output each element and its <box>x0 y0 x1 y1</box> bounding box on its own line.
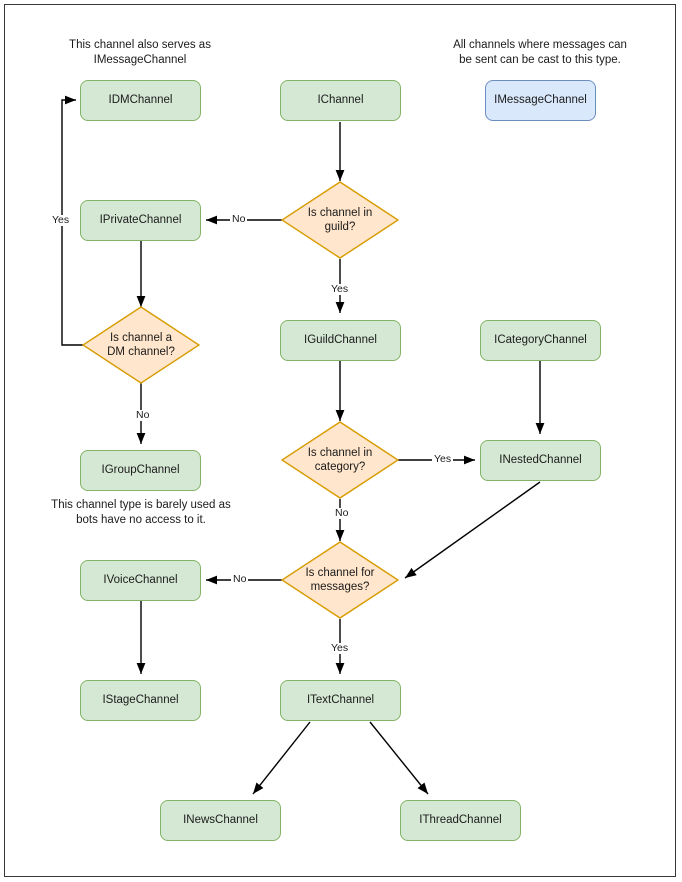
decision-category-shape <box>281 421 399 499</box>
node-istage-channel[interactable]: IStageChannel <box>80 680 201 721</box>
node-iprivate-channel-label: IPrivateChannel <box>99 214 182 227</box>
edge-label-guild-yes: Yes <box>329 283 351 295</box>
node-idm-channel-label: IDMChannel <box>108 94 173 107</box>
node-ivoice-channel-label: IVoiceChannel <box>103 574 178 587</box>
node-itext-channel[interactable]: ITextChannel <box>280 680 401 721</box>
node-ithread-channel[interactable]: IThreadChannel <box>400 800 521 841</box>
node-idm-channel[interactable]: IDMChannel <box>80 80 201 121</box>
annotation-message-note-line1: All channels where messages can <box>453 39 627 51</box>
node-imessage-channel[interactable]: IMessageChannel <box>485 80 596 121</box>
decision-messages-line1: Is channel for <box>305 566 375 579</box>
node-inews-channel-label: INewsChannel <box>183 814 258 827</box>
node-ichannel-label: IChannel <box>317 94 364 107</box>
annotation-group-note: This channel type is barely used as bots… <box>38 498 244 528</box>
edge-label-category-yes: Yes <box>432 453 454 465</box>
node-itext-channel-label: ITextChannel <box>306 694 375 707</box>
edge-label-messages-no: No <box>231 573 249 585</box>
node-iguild-channel[interactable]: IGuildChannel <box>280 320 401 361</box>
node-inested-channel-label: INestedChannel <box>499 454 582 467</box>
decision-messages-line2: messages? <box>310 581 370 593</box>
annotation-dm-note: This channel also serves as IMessageChan… <box>50 38 230 68</box>
node-inews-channel[interactable]: INewsChannel <box>160 800 281 841</box>
decision-dm-line1: Is channel a <box>109 331 172 344</box>
edge-label-dm-yes: Yes <box>50 214 72 226</box>
node-ithread-channel-label: IThreadChannel <box>419 814 502 827</box>
edge-label-guild-no: No <box>230 213 248 225</box>
node-decision-guild-label: Is channel in guild? <box>298 206 383 235</box>
decision-guild-shape <box>281 181 399 259</box>
decision-category-line2: category? <box>314 461 366 473</box>
node-igroup-channel[interactable]: IGroupChannel <box>80 450 201 491</box>
annotation-message-note-line2: be sent can be cast to this type. <box>459 53 621 66</box>
node-igroup-channel-label: IGroupChannel <box>101 464 180 477</box>
edge-itext-channel-to-ithread-channel <box>369 721 429 795</box>
annotation-group-note-line2: bots have no access to it. <box>76 513 206 526</box>
node-iprivate-channel[interactable]: IPrivateChannel <box>80 200 201 241</box>
edge-label-category-no: No <box>333 507 351 519</box>
annotation-group-note-line1: This channel type is barely used as <box>51 499 231 511</box>
edge-itext-channel-to-inews-channel <box>252 721 311 795</box>
node-decision-messages-label: Is channel for messages? <box>295 566 384 595</box>
annotation-message-note: All channels where messages can be sent … <box>430 38 650 68</box>
edge-label-dm-no: No <box>134 409 152 421</box>
node-decision-dm-label: Is channel a DM channel? <box>97 331 185 360</box>
annotation-dm-note-line1: This channel also serves as <box>69 39 211 51</box>
node-ichannel[interactable]: IChannel <box>280 80 401 121</box>
node-icategory-channel[interactable]: ICategoryChannel <box>480 320 601 361</box>
node-decision-messages[interactable]: Is channel for messages? <box>281 541 399 619</box>
node-istage-channel-label: IStageChannel <box>102 694 179 707</box>
node-icategory-channel-label: ICategoryChannel <box>494 334 587 347</box>
edge-inested-channel-to-decision-messages <box>404 481 541 579</box>
decision-category-line1: Is channel in <box>307 446 373 459</box>
decision-guild-line2: guild? <box>324 221 356 233</box>
decision-messages-shape <box>281 541 399 619</box>
annotation-dm-note-line2: IMessageChannel <box>93 53 187 66</box>
node-decision-category[interactable]: Is channel in category? <box>281 421 399 499</box>
decision-guild-line1: Is channel in <box>307 206 373 219</box>
node-inested-channel[interactable]: INestedChannel <box>480 440 601 481</box>
node-imessage-channel-label: IMessageChannel <box>494 94 587 107</box>
node-decision-guild[interactable]: Is channel in guild? <box>281 181 399 259</box>
node-iguild-channel-label: IGuildChannel <box>304 334 377 347</box>
node-decision-category-label: Is channel in category? <box>298 446 383 475</box>
decision-dm-shape <box>82 306 200 384</box>
node-decision-dm[interactable]: Is channel a DM channel? <box>82 306 200 384</box>
edge-label-messages-yes: Yes <box>329 642 351 654</box>
node-ivoice-channel[interactable]: IVoiceChannel <box>80 560 201 601</box>
decision-dm-line2: DM channel? <box>107 346 175 358</box>
